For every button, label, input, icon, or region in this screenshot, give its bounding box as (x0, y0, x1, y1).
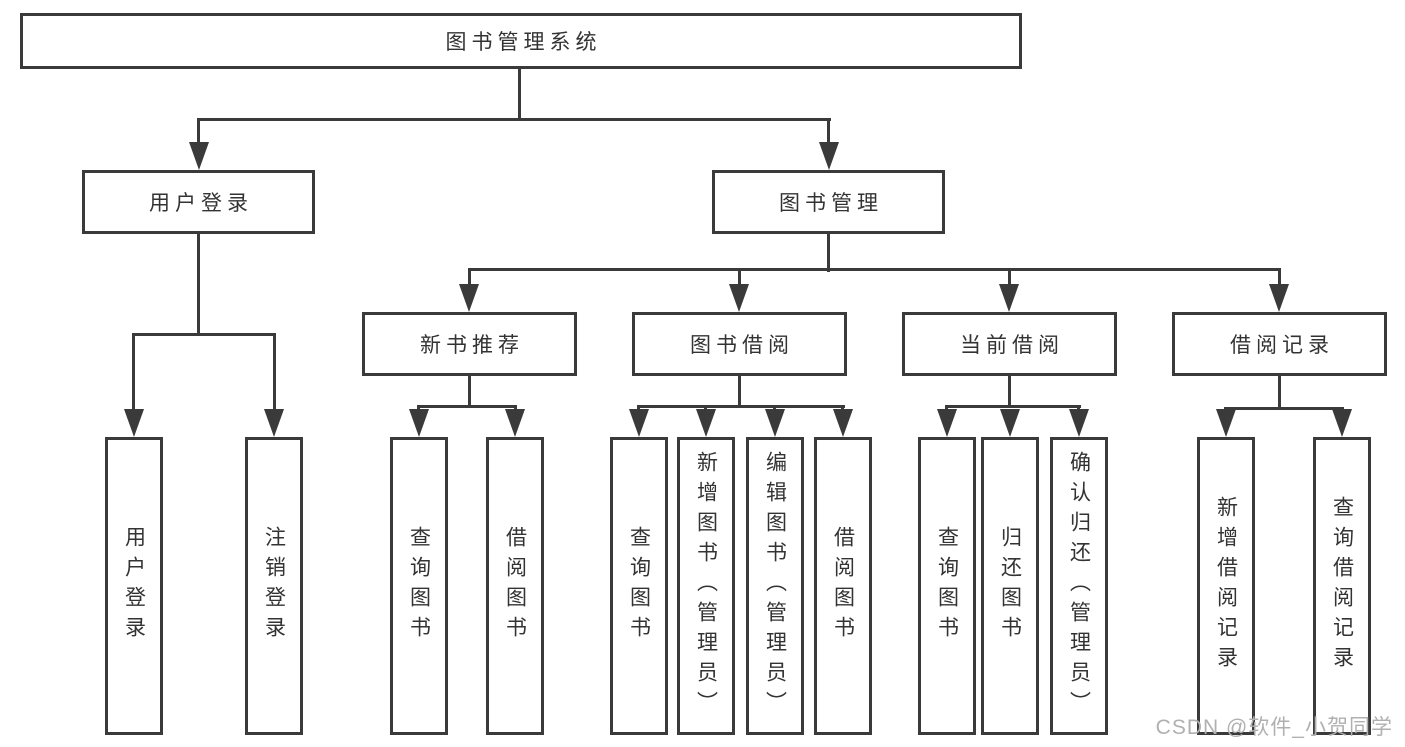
leaf-confirm-return-admin: 确认归还（管理员） (1050, 437, 1108, 735)
leaf-user-login: 用户登录 (105, 437, 163, 735)
node-current-borrowing: 当前借阅 (902, 312, 1117, 376)
connector-borrow-records-stem (1278, 376, 1281, 410)
leaf-add-books-admin: 新增图书（管理员） (677, 437, 735, 735)
leaf-logout: 注销登录 (245, 437, 303, 735)
connector-drop-leaf-logout (273, 333, 276, 413)
connector-book-management-hbar (468, 268, 1281, 271)
arrow-down-icon (999, 284, 1019, 312)
leaf-add-borrow-record: 新增借阅记录 (1197, 437, 1255, 735)
arrow-down-icon (1332, 409, 1352, 437)
leaf-query-books-borrowing: 查询图书 (610, 437, 668, 735)
arrow-down-icon (1069, 409, 1089, 437)
leaf-borrow-books-recommend: 借阅图书 (486, 437, 544, 735)
arrow-down-icon (505, 409, 525, 437)
node-root-book-management-system: 图书管理系统 (20, 13, 1022, 69)
arrow-down-icon (937, 409, 957, 437)
arrow-down-icon (765, 409, 785, 437)
node-borrowing-records: 借阅记录 (1172, 312, 1387, 376)
leaf-borrow-books: 借阅图书 (814, 437, 872, 735)
arrow-down-icon (409, 409, 429, 437)
connector-drop-book-borrow (738, 268, 741, 288)
connector-user-login-stem (197, 234, 200, 335)
node-book-borrowing: 图书借阅 (632, 312, 847, 376)
connector-current-borrow-hbar (945, 405, 1081, 408)
connector-drop-current-borrow (1008, 268, 1011, 288)
csdn-watermark: CSDN @软件_小贺同学 (1155, 716, 1393, 739)
connector-user-login-hbar (132, 333, 276, 336)
arrow-down-icon (729, 284, 749, 312)
connector-root-stem (518, 68, 521, 120)
arrow-down-icon (459, 284, 479, 312)
connector-book-management-stem (827, 234, 830, 272)
leaf-return-books: 归还图书 (981, 437, 1039, 735)
node-user-login: 用户登录 (82, 170, 315, 234)
connector-drop-borrow-records (1278, 268, 1281, 288)
connector-current-borrow-stem (1008, 376, 1011, 408)
leaf-query-borrow-record: 查询借阅记录 (1313, 437, 1371, 735)
connector-new-book-stem (468, 376, 471, 408)
leaf-query-books-current: 查询图书 (918, 437, 976, 735)
arrow-down-icon (124, 409, 144, 437)
arrow-down-icon (696, 409, 716, 437)
arrow-down-icon (264, 409, 284, 437)
arrow-down-icon (1269, 284, 1289, 312)
connector-drop-new-book (468, 268, 471, 288)
connector-drop-leaf-user-login (132, 333, 135, 413)
arrow-down-icon (189, 142, 209, 170)
connector-book-borrow-stem (738, 376, 741, 408)
connector-borrow-records-hbar (1224, 407, 1344, 410)
arrow-down-icon (1216, 409, 1236, 437)
arrow-down-icon (833, 409, 853, 437)
arrow-down-icon (629, 409, 649, 437)
node-book-management: 图书管理 (712, 170, 945, 234)
connector-drop-book-management (827, 118, 830, 146)
arrow-down-icon (1000, 409, 1020, 437)
connector-new-book-hbar (417, 405, 517, 408)
node-new-book-recommendation: 新书推荐 (362, 312, 577, 376)
arrow-down-icon (819, 142, 839, 170)
connector-drop-user-login (197, 118, 200, 146)
leaf-edit-books-admin: 编辑图书（管理员） (746, 437, 804, 735)
leaf-query-books-recommend: 查询图书 (390, 437, 448, 735)
connector-root-hbar (197, 118, 831, 121)
connector-book-borrow-hbar (637, 405, 845, 408)
